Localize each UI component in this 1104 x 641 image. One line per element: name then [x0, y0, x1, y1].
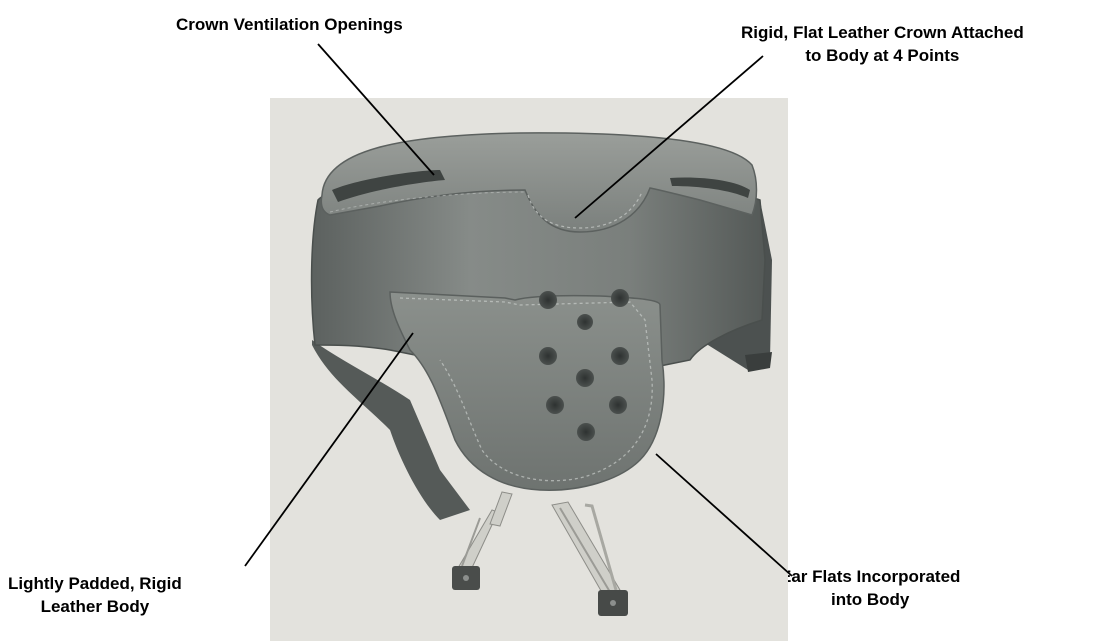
helmet-diagram: [0, 0, 1104, 641]
